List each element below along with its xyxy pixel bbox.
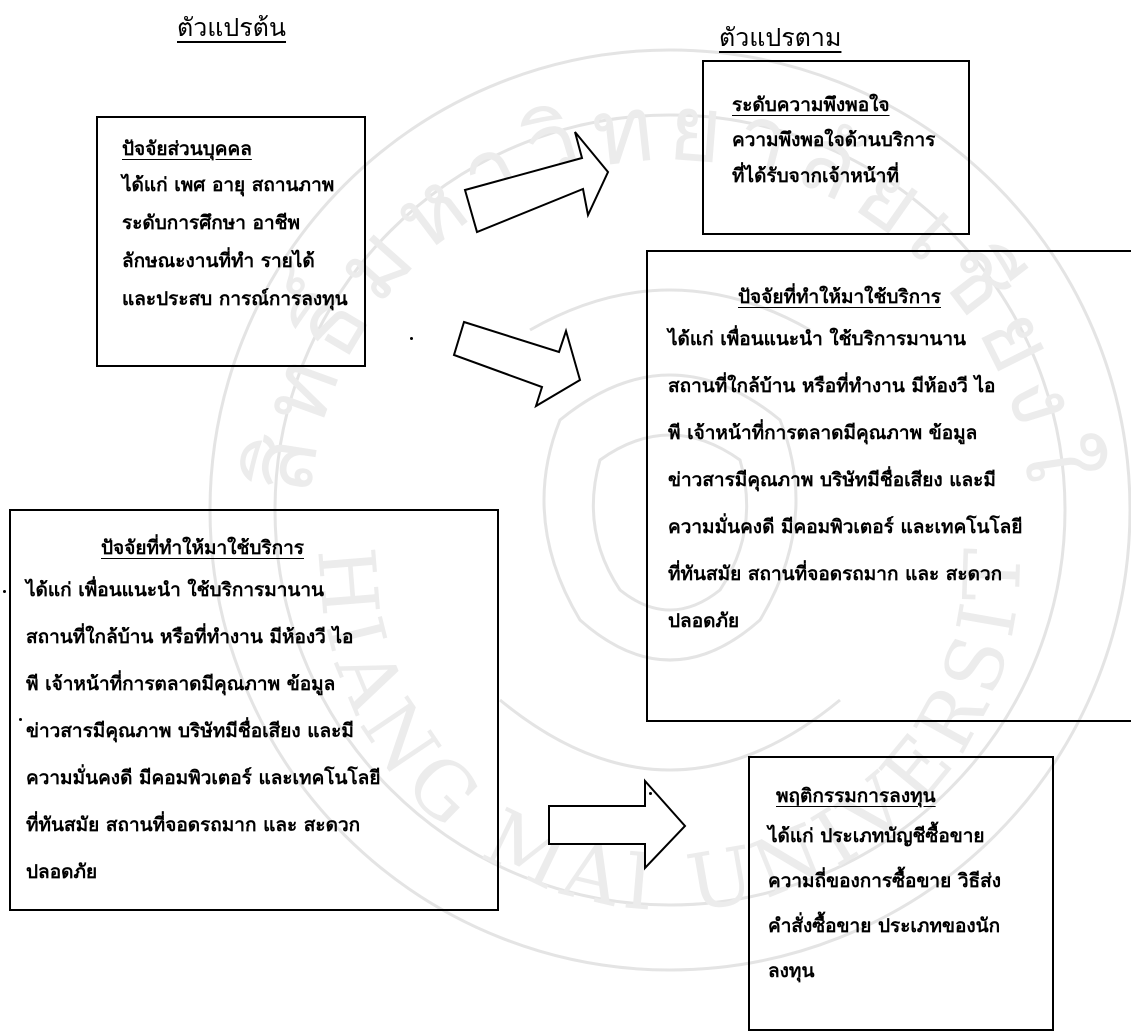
service-factors-line: ได้แก่ เพื่อนแนะนำ ใช้บริการมานาน <box>668 328 967 350</box>
service-factors-line: ที่ทันสมัย สถานที่จอดรถมาก และ สะดวก <box>26 814 361 836</box>
satisfaction-line: ที่ได้รับจากเจ้าหน้าที่ <box>732 165 899 187</box>
satisfaction-level-box: ระดับความพึงพอใจ ความพึงพอใจด้านบริการ ท… <box>702 60 970 235</box>
personal-factors-box: ปัจจัยส่วนบุคคล ได้แก่ เพศ อายุ สถานภาพ … <box>96 116 366 367</box>
service-factors-title: ปัจจัยที่ทำให้มาใช้บริการ <box>101 537 304 559</box>
service-factors-line: พี เจ้าหน้าที่การตลาดมีคุณภาพ ข้อมูล <box>668 422 978 444</box>
personal-factors-line: ระดับการศึกษา อาชีพ <box>122 212 301 234</box>
satisfaction-title: ระดับความพึงพอใจ <box>732 94 890 116</box>
personal-factors-line: ได้แก่ เพศ อายุ สถานภาพ <box>122 174 335 196</box>
investment-behavior-line: ความถี่ของการซื้อขาย วิธีส่ง <box>768 870 1001 892</box>
service-factors-line: ที่ทันสมัย สถานที่จอดรถมาก และ สะดวก <box>668 563 1003 585</box>
service-factors-box-right: ปัจจัยที่ทำให้มาใช้บริการ ได้แก่ เพื่อนแ… <box>646 250 1131 722</box>
scan-speck <box>649 792 652 795</box>
independent-variable-heading: ตัวแปรต้น <box>177 13 287 42</box>
investment-behavior-line: คำสั่งซื้อขาย ประเภทของนัก <box>768 915 1001 937</box>
service-factors-line: ปลอดภัย <box>26 861 98 883</box>
service-factors-line: ความมั่นคงดี มีคอมพิวเตอร์ และเทคโนโลยี <box>668 516 1023 538</box>
dependent-variable-heading: ตัวแปรตาม <box>719 23 842 52</box>
investment-behavior-box: พฤติกรรมการลงทุน ได้แก่ ประเภทบัญชีซื้อข… <box>748 756 1054 1031</box>
investment-behavior-line: ได้แก่ ประเภทบัญชีซื้อขาย <box>768 825 985 847</box>
service-factors-line: ได้แก่ เพื่อนแนะนำ ใช้บริการมานาน <box>26 579 325 601</box>
investment-behavior-line: ลงทุน <box>768 960 815 982</box>
arrow-factors-to-behavior <box>548 778 687 871</box>
scan-speck <box>410 337 413 340</box>
service-factors-line: สถานที่ใกล้บ้าน หรือที่ทำงาน มีห้องวี ไอ <box>668 375 996 397</box>
personal-factors-line: และประสบ การณ์การลงทุน <box>122 288 348 310</box>
satisfaction-line: ความพึงพอใจด้านบริการ <box>732 129 936 151</box>
service-factors-line: ข่าวสารมีคุณภาพ บริษัทมีชื่อเสียง และมี <box>26 720 354 742</box>
service-factors-line: ความมั่นคงดี มีคอมพิวเตอร์ และเทคโนโลยี <box>26 767 381 789</box>
service-factors-line: ข่าวสารมีคุณภาพ บริษัทมีชื่อเสียง และมี <box>668 469 996 491</box>
service-factors-line: ปลอดภัย <box>668 610 740 632</box>
arrow-personal-to-satisfaction <box>463 131 610 234</box>
service-factors-line: พี เจ้าหน้าที่การตลาดมีคุณภาพ ข้อมูล <box>26 673 336 695</box>
service-factors-line: สถานที่ใกล้บ้าน หรือที่ทำงาน มีห้องวี ไอ <box>26 626 354 648</box>
scan-speck <box>3 590 6 593</box>
scan-speck <box>19 718 22 721</box>
investment-behavior-title: พฤติกรรมการลงทุน <box>776 785 936 807</box>
service-factors-box-left: ปัจจัยที่ทำให้มาใช้บริการ ได้แก่ เพื่อนแ… <box>9 509 499 911</box>
personal-factors-line: ลักษณะงานที่ทำ รายได้ <box>122 250 315 272</box>
arrow-personal-to-factors <box>452 320 582 409</box>
personal-factors-title: ปัจจัยส่วนบุคคล <box>122 138 252 160</box>
service-factors-title: ปัจจัยที่ทำให้มาใช้บริการ <box>738 286 941 308</box>
